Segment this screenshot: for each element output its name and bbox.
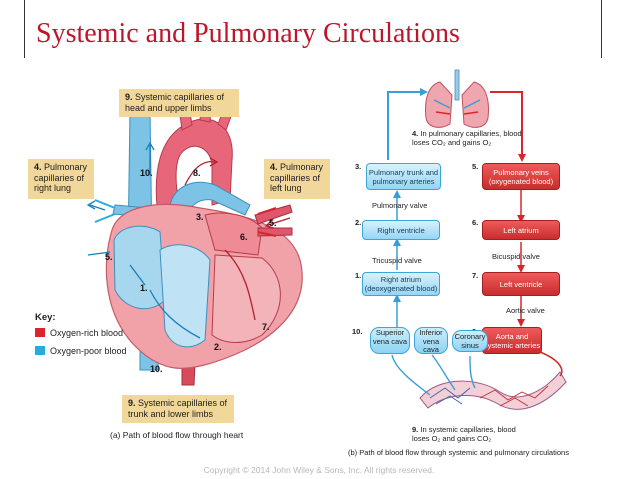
- heart-step-7: 7.: [262, 322, 270, 332]
- flow-arrows: [86, 141, 291, 339]
- callout-right-lung: 4. Pulmonary capillaries of right lung: [28, 159, 94, 199]
- key-title: Key:: [35, 312, 56, 323]
- callout-trunk-num: 9.: [128, 398, 136, 408]
- right-side-vessels: [257, 207, 277, 237]
- left-ventricle: [211, 254, 281, 343]
- key-label-oxygen-poor: Oxygen-poor blood: [50, 346, 127, 356]
- callout-left-lung: 4. Pulmonary capillaries of left lung: [264, 159, 330, 199]
- heart-step-10-bottom: 10.: [150, 364, 163, 374]
- node-inferior-vena-cava: Inferior vena cava: [414, 327, 448, 354]
- systemic-note-text: In systemic capillaries, blood loses O₂ …: [412, 425, 516, 443]
- caption-panel-a: (a) Path of blood flow through heart: [110, 430, 244, 440]
- step-num-5: 5.: [472, 162, 479, 171]
- callout-head-num: 9.: [125, 92, 133, 102]
- slide-title: Systemic and Pulmonary Circulations: [36, 18, 460, 49]
- node-pulmonary-trunk: Pulmonary trunk and pulmonary arteries: [366, 163, 441, 190]
- callout-head-text: Systemic capillaries of head and upper l…: [125, 92, 225, 113]
- heart-step-5-left: 5.: [105, 252, 113, 262]
- heart-step-6: 6.: [240, 232, 248, 242]
- node-superior-vena-cava: Superior vena cava: [370, 327, 410, 354]
- callout-trunk-capillaries: 9. Systemic capillaries of trunk and low…: [122, 395, 234, 423]
- title-frame-right: [601, 0, 602, 58]
- node-pulmonary-veins: Pulmonary veins (oxygenated blood): [482, 163, 560, 190]
- pulmonary-arrow-down-head: [518, 154, 526, 162]
- valve-bicuspid: Bicuspid valve: [492, 252, 540, 261]
- heart-step-2: 2.: [214, 342, 222, 352]
- node-coronary-sinus: Coronary sinus: [452, 330, 488, 352]
- pulmonary-arrow-up: [387, 91, 424, 160]
- key-item-oxygen-poor: Oxygen-poor blood: [35, 346, 127, 356]
- heart-step-10-top: 10.: [140, 168, 153, 178]
- step-num-7: 7.: [472, 271, 479, 280]
- heart-step-3: 3.: [196, 212, 204, 222]
- callout-left-lung-num: 4.: [270, 162, 278, 172]
- pulmonary-arrow-up-head: [420, 88, 428, 96]
- oxygen-poor-swatch: [35, 346, 45, 355]
- node-right-ventricle: Right ventricle: [362, 220, 440, 240]
- artery-to-capillaries-arrow: [539, 351, 563, 377]
- systemic-capillary-bed: [419, 371, 567, 410]
- heart-step-1: 1.: [140, 283, 148, 293]
- callout-head-capillaries: 9. Systemic capillaries of head and uppe…: [119, 89, 239, 117]
- oxygen-rich-swatch: [35, 328, 45, 337]
- node-aorta: Aorta and systemic arteries: [482, 327, 542, 354]
- lung-note-num: 4.: [412, 129, 419, 138]
- node-left-ventricle: Left ventricle: [482, 272, 560, 296]
- callout-right-lung-text: Pulmonary capillaries of right lung: [34, 162, 88, 193]
- vein-return-arrows: [391, 354, 476, 396]
- systemic-note-num: 9.: [412, 425, 419, 434]
- copyright-notice: Copyright © 2014 John Wiley & Sons, Inc.…: [203, 465, 435, 475]
- valve-aortic: Aortic valve: [506, 306, 545, 315]
- pulmonary-arrow-down: [490, 91, 523, 158]
- node-left-atrium: Left atrium: [482, 220, 560, 240]
- callout-trunk-text: Systemic capillaries of trunk and lower …: [128, 398, 228, 419]
- caption-panel-b: (b) Path of blood flow through systemic …: [348, 448, 569, 457]
- callout-left-lung-text: Pulmonary capillaries of left lung: [270, 162, 324, 193]
- step-num-3: 3.: [355, 162, 362, 171]
- step-num-10: 10.: [352, 327, 363, 336]
- right-ventricle: [159, 244, 211, 348]
- valve-tricuspid: Tricuspid valve: [372, 256, 422, 265]
- heart-step-8: 8.: [193, 168, 201, 178]
- title-frame-left: [24, 0, 25, 58]
- lungs-icon: [425, 69, 489, 128]
- left-side-vessels: [94, 199, 116, 223]
- callout-right-lung-num: 4.: [34, 162, 42, 172]
- systemic-note: 9. In systemic capillaries, blood loses …: [412, 425, 532, 443]
- step-num-1: 1.: [355, 271, 362, 280]
- node-right-atrium: Right atrium (deoxygenated blood): [362, 272, 440, 296]
- heart-step-5-right: 5.: [269, 218, 277, 228]
- lung-note: 4. In pulmonary capillaries, blood loses…: [412, 129, 532, 147]
- valve-pulmonary: Pulmonary valve: [372, 201, 428, 210]
- key-item-oxygen-rich: Oxygen-rich blood: [35, 328, 123, 338]
- key-label-oxygen-rich: Oxygen-rich blood: [50, 328, 124, 338]
- left-atrium: [204, 212, 263, 256]
- lung-note-text: In pulmonary capillaries, blood loses CO…: [412, 129, 522, 147]
- step-num-2: 2.: [355, 218, 362, 227]
- step-num-6: 6.: [472, 218, 479, 227]
